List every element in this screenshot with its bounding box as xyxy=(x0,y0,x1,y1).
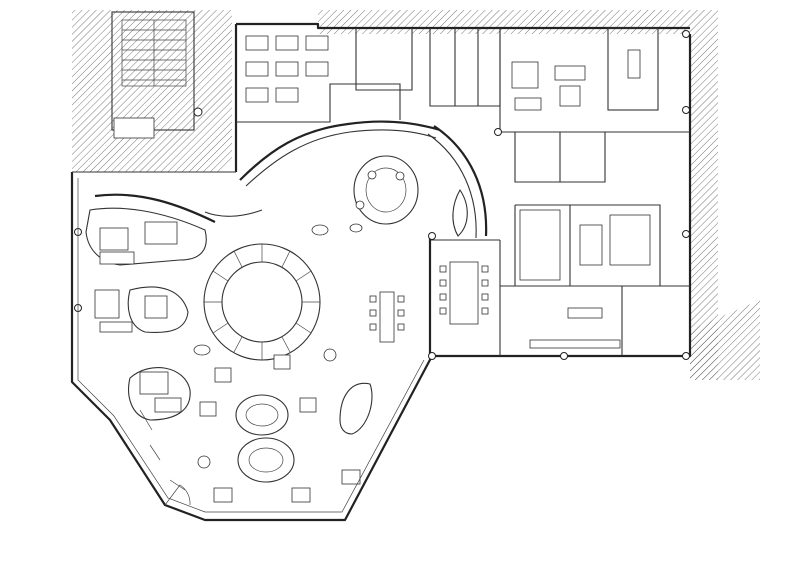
sofa xyxy=(99,251,135,265)
stair-core xyxy=(111,11,203,139)
entry-door xyxy=(164,484,191,506)
conference-room xyxy=(511,49,641,111)
meeting-room xyxy=(439,261,489,325)
lounge-rug-2 xyxy=(127,286,189,334)
pod-inner xyxy=(248,447,284,473)
stool xyxy=(355,200,365,210)
west-window xyxy=(77,178,425,513)
lounge-rug xyxy=(85,207,207,266)
stool xyxy=(395,171,405,181)
right-exterior-hatch xyxy=(690,10,718,380)
lounge-chair xyxy=(144,295,168,319)
top-street-hatch xyxy=(318,10,690,34)
pod xyxy=(237,437,295,483)
conference-table xyxy=(449,261,479,325)
bar-table xyxy=(379,291,395,343)
planters xyxy=(193,223,363,362)
sofa xyxy=(139,371,169,395)
right-corner-hatch xyxy=(690,300,760,380)
column xyxy=(193,107,203,117)
stool xyxy=(367,170,377,180)
cafe-tables xyxy=(197,354,361,503)
chair xyxy=(559,85,581,107)
reception-desk xyxy=(353,155,419,225)
table xyxy=(554,65,586,81)
corridor-wall-top xyxy=(236,83,401,123)
hatched-zones xyxy=(72,10,760,380)
sofa xyxy=(99,227,129,251)
curved-wall-north-inner xyxy=(245,129,437,187)
sofa xyxy=(144,221,178,245)
table xyxy=(514,97,542,111)
pods xyxy=(235,382,373,483)
reception-curve-outer xyxy=(353,155,419,225)
curved-wall-east-inner xyxy=(427,133,477,239)
stair-inner xyxy=(221,261,303,343)
lounge-chair xyxy=(94,289,120,319)
pod-inner xyxy=(245,403,279,427)
building-walls xyxy=(70,22,692,522)
curved-walls xyxy=(94,120,488,239)
stair-landing xyxy=(113,117,155,139)
curved-wall-east xyxy=(433,125,488,237)
lounge-rug-3 xyxy=(128,366,191,421)
curved-wall-lounge xyxy=(94,193,216,223)
curved-planter xyxy=(204,209,263,217)
planter xyxy=(339,382,373,435)
curved-wall-north xyxy=(239,120,441,181)
storage-room xyxy=(607,27,659,111)
stair-core-hatch xyxy=(72,10,232,172)
sofa xyxy=(154,397,182,413)
pod xyxy=(235,394,289,436)
curved-planter-east xyxy=(452,188,468,237)
north-wall xyxy=(236,22,690,30)
lounge-chair xyxy=(511,61,539,89)
cabinet xyxy=(627,49,641,79)
reception-curve-inner xyxy=(365,167,407,213)
open-office xyxy=(245,35,329,103)
exterior-wall-west xyxy=(70,34,692,522)
lounge-furniture xyxy=(85,207,207,421)
workroom xyxy=(519,209,651,349)
restroom-core xyxy=(429,28,501,107)
kitchen-block xyxy=(514,204,661,287)
bar-stools xyxy=(369,295,405,331)
bench xyxy=(99,321,133,333)
spiral-stair xyxy=(203,243,321,361)
toilet-room-top-center xyxy=(355,28,413,91)
